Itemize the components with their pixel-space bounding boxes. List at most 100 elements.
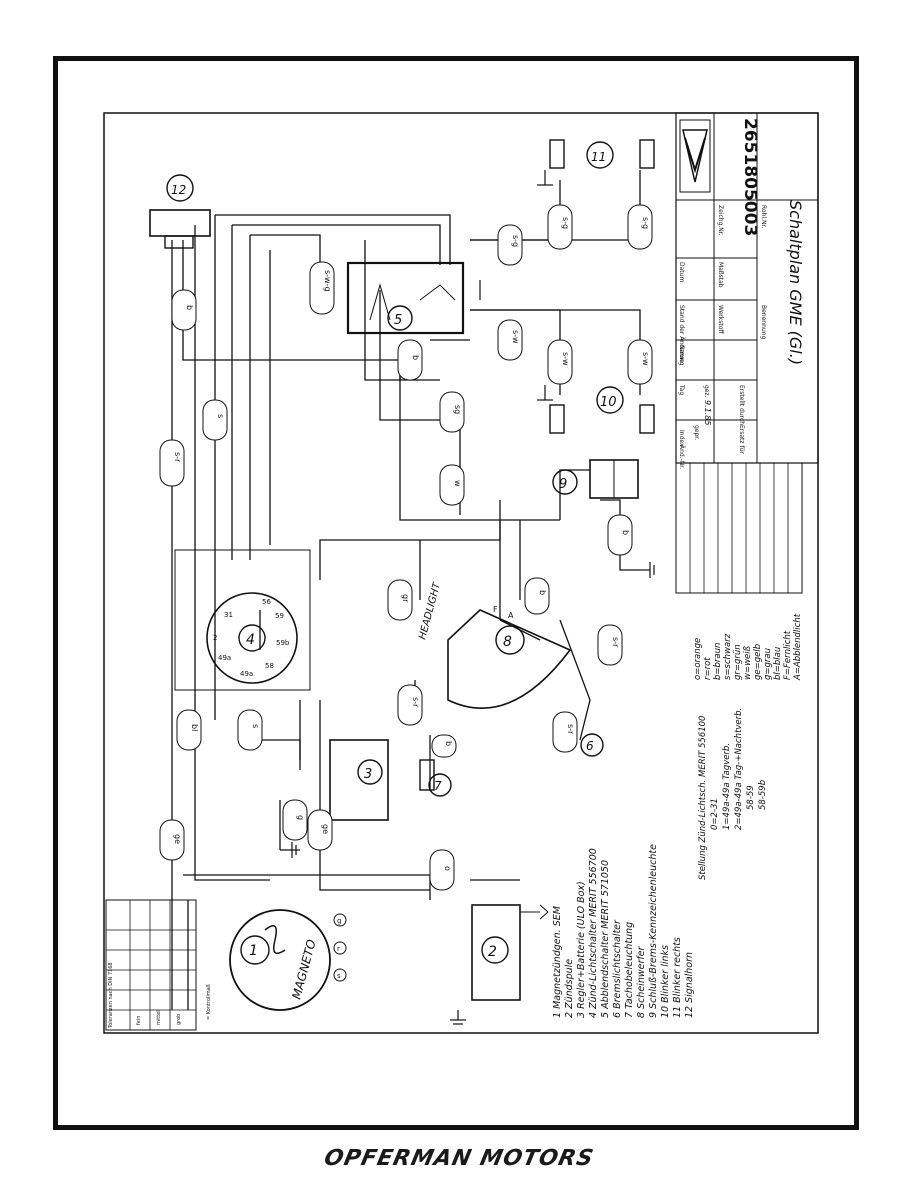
legend-item: 7 Tachobeleuchtung — [624, 922, 635, 1018]
wire-tag: g — [282, 799, 308, 841]
label-4: 4 — [246, 632, 255, 648]
wire-tag: b — [397, 339, 423, 381]
label-massstab: Maßstab — [717, 262, 724, 288]
wire-tag: sg — [439, 391, 465, 433]
wire-tag: s-w — [497, 319, 523, 361]
label-5: 5 — [394, 313, 402, 328]
svg-text:bl: bl — [190, 724, 199, 731]
label-name: Name — [678, 345, 685, 363]
label-10: 10 — [600, 395, 617, 410]
svg-text:s-w: s-w — [511, 330, 520, 344]
svg-text:b: b — [538, 590, 547, 595]
legend-item: 4 Zünd-Lichtschalter MERIT 556700 — [588, 848, 599, 1018]
svg-text:s-w: s-w — [561, 352, 570, 366]
svg-text:gr: gr — [401, 594, 410, 603]
label-aend-nr: Änd.-Nr. — [678, 445, 685, 469]
term-56: 56 — [262, 598, 271, 606]
svg-text:s-r: s-r — [411, 697, 420, 708]
component-ignition-switch: 4 31 56 59 59b 58 49a 49a 2 — [174, 549, 311, 691]
label-6: 6 — [586, 739, 594, 753]
svg-text:ge: ge — [173, 834, 182, 844]
wire-tag: ge — [159, 819, 185, 861]
term-59b: 59b — [276, 639, 290, 647]
switch-state: 1=49a-49a Tagverb. — [722, 743, 732, 830]
footer-brand: OPFERMAN MOTORS — [321, 1146, 597, 1171]
label-8: 8 — [503, 634, 512, 650]
component-legend: 1 Magnetzündgen. SEM 2 Zündspule 3 Regle… — [552, 844, 695, 1018]
legend-item: 2 Zündspule — [564, 959, 575, 1018]
label-datum: Datum — [678, 262, 685, 282]
wire-tag: b — [171, 289, 197, 331]
tol-row-fein: fein — [136, 1016, 142, 1025]
svg-text:s-w: s-w — [641, 352, 650, 366]
svg-text:s-g: s-g — [511, 235, 520, 247]
label-erstellt: Erstellt durch — [738, 385, 745, 425]
color-code: w=weiß — [743, 645, 753, 680]
svg-text:b: b — [185, 305, 194, 310]
wire-tag: gr — [387, 579, 413, 621]
logo — [679, 119, 711, 193]
wire-tags: s-r s b bl ge s s-r gr w sg s-w-g b s-w … — [159, 204, 653, 891]
color-code: gr=grün — [733, 644, 743, 680]
label-tag: Tag — [678, 384, 685, 395]
legend-item: 6 Bremslichtschalter — [612, 919, 623, 1018]
label-gepr: gepr. — [693, 425, 700, 440]
wire-tag: bl — [176, 709, 202, 751]
wire-tag: s-g — [547, 204, 573, 250]
label-gez: gez. — [703, 385, 710, 398]
magneto-text: MAGNETO — [289, 938, 318, 1001]
tolerance-title: Toleranzen nach DIN 7168 — [108, 962, 114, 1029]
switch-state: 0=2-31 — [710, 798, 720, 830]
wire-tag: s-r — [397, 684, 423, 726]
wire-tag: s-r — [597, 624, 623, 666]
legend-item: 8 Scheinwerfer — [636, 945, 647, 1018]
color-code: bl=blau — [773, 647, 783, 680]
wire-tag: s-w — [627, 339, 653, 385]
wire-tag: s-w-g — [309, 261, 335, 315]
switch-heading: Stellung Zünd-Lichtsch. MERIT 556100 — [698, 716, 708, 880]
label-zeichg-nr: Zeichg.Nr. — [717, 205, 724, 236]
title-block: 2651805003 Schaltplan GME (Gl.) Zeichg.N… — [675, 112, 819, 594]
headlight-text: HEADLIGHT — [417, 581, 443, 641]
wire-tag: s-r — [159, 439, 185, 487]
svg-text:s: s — [216, 414, 225, 418]
label-11: 11 — [591, 150, 606, 164]
color-code: o=orange — [693, 638, 703, 680]
label-index: Index — [678, 430, 685, 447]
label-3: 3 — [364, 767, 372, 782]
svg-text:s-r: s-r — [173, 452, 182, 463]
legend-item: 1 Magnetzündgen. SEM — [552, 906, 563, 1018]
wire-tag: s — [202, 399, 228, 441]
svg-text:s: s — [251, 724, 260, 728]
label-rohl-nr: Rohl.Nr. — [760, 205, 767, 228]
color-code: s=schwarz — [723, 633, 733, 680]
svg-text:sg: sg — [453, 405, 462, 414]
svg-text:s-w-g: s-w-g — [323, 270, 332, 292]
label-1: 1 — [249, 943, 258, 959]
wire-tag: b — [607, 514, 633, 556]
label-stand: Stand der Änderung — [678, 305, 685, 366]
switch-state: 2=49a-49a Tag-+Nachtverb. — [734, 708, 744, 830]
component-tacho-lamp: 7 — [419, 759, 452, 797]
legend-item: 12 Signalhorn — [684, 952, 695, 1018]
drawing-number: 2651805003 — [740, 118, 760, 236]
date-value: 9.1.85 — [703, 400, 712, 425]
label-2: 2 — [488, 944, 497, 960]
svg-text:s-r: s-r — [566, 724, 575, 735]
label-12: 12 — [171, 183, 186, 197]
color-legend: o=orange r=rot b=braun s=schwarz gr=grün… — [693, 613, 803, 681]
svg-text:s-g: s-g — [641, 217, 650, 229]
component-blinker-right: 11 — [549, 139, 655, 169]
svg-text:ge: ge — [321, 824, 330, 834]
svg-text:b: b — [411, 355, 420, 360]
component-regulator: 3 — [329, 739, 389, 821]
svg-text:g: g — [296, 815, 305, 820]
wire-tag: o — [429, 849, 455, 891]
svg-text:o: o — [443, 866, 452, 871]
term-s: s — [337, 972, 341, 980]
term-49a: 49a — [240, 670, 253, 678]
color-code: ge=gelb — [753, 644, 763, 680]
term-58: 58 — [265, 662, 274, 670]
legend-item: 5 Abblendschalter MERIT 571050 — [600, 860, 611, 1018]
term-59: 59 — [275, 612, 284, 620]
